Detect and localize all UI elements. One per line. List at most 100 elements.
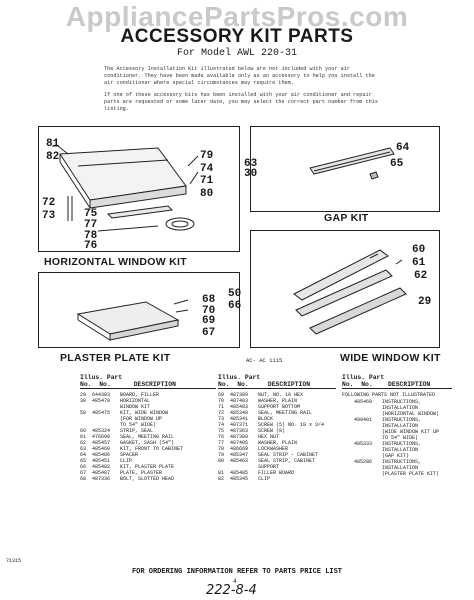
header-description: DESCRIPTION: [388, 381, 431, 388]
figure-code: AC- AC 1115: [246, 357, 283, 364]
part-no: 485487: [92, 470, 111, 476]
description: PLATE, PLASTER: [120, 470, 163, 476]
description: SUPPORT: [258, 464, 280, 470]
part-no: 485324: [92, 428, 111, 434]
illus-no: 78: [218, 446, 225, 452]
callout-75: 75: [84, 208, 98, 220]
description: HORIZONTAL: [120, 398, 151, 404]
horizontal-kit-illustration: [52, 145, 199, 232]
description: INSTRUCTIONS,: [382, 459, 422, 465]
part-no: 487403: [230, 398, 249, 404]
part-no: 644383: [92, 392, 111, 398]
document-number: 222-8-4: [206, 583, 257, 598]
description: (HORIZONTAL WINDOW): [382, 411, 440, 417]
parts-row: 80 485463 SEAL STRIP, CABINET: [218, 458, 326, 464]
wide-kit-frame: [250, 230, 440, 348]
description: WASHER, PLAIN: [258, 440, 298, 446]
description: STRIP, SEAL: [120, 428, 154, 434]
callout-65: 65: [390, 158, 404, 170]
description: GASKET, SASH (54"): [120, 440, 175, 446]
callout-68: 68: [202, 294, 216, 306]
parts-row: (FOR WINDOW UP: [80, 416, 185, 422]
header-illus: Illus.: [80, 374, 104, 381]
description: CLIP: [258, 476, 271, 482]
description: FILLER BOARD: [258, 470, 295, 476]
not-illustrated-title: FOLLOWING PARTS NOT ILLUSTRATED: [342, 392, 436, 398]
illus-no: 81: [218, 470, 225, 476]
callout-70: 70: [202, 305, 216, 317]
illus-no: 80: [218, 458, 225, 464]
wide-kit-illustration: [293, 249, 407, 335]
corner-code: 71315: [6, 558, 22, 564]
description: INSTRUCTIONS,: [382, 399, 422, 405]
callout-71: 71: [200, 175, 214, 187]
description: (WIDE WINDOW KIT UP: [382, 429, 440, 435]
description: SEAL STRIP - CABINET: [258, 452, 319, 458]
illus-no: 60: [80, 428, 87, 434]
intro-paragraph-2: If one of these accessory kits has been …: [104, 92, 378, 112]
description: INSTALLATION: [382, 423, 419, 429]
part-no: 487389: [230, 392, 249, 398]
callout-73: 73: [42, 210, 56, 222]
callout-80: 80: [200, 188, 214, 200]
description: INSTRUCTIONS,: [382, 441, 422, 447]
description: HEX NUT: [258, 434, 280, 440]
callout-81: 81: [46, 138, 60, 150]
description: (GAP KIT): [382, 453, 410, 459]
illus-no: 74: [218, 422, 225, 428]
description: (FOR WINDOW UP: [120, 416, 163, 422]
part-no: 485460: [92, 446, 111, 452]
callout-30: 30: [244, 168, 258, 180]
part-no: 485463: [230, 458, 249, 464]
callout-62: 62: [414, 270, 428, 282]
illus-no: 79: [218, 452, 225, 458]
part-no: 485475: [92, 410, 111, 416]
header-description: DESCRIPTION: [133, 381, 176, 388]
description: BOLT, SLOTTED HEAD: [120, 476, 175, 482]
part-no: 499401: [354, 417, 373, 423]
header-no2: No.: [99, 381, 111, 388]
description: CLIP: [120, 458, 133, 464]
illus-no: 75: [218, 428, 225, 434]
description: INSTALLATION: [382, 447, 419, 453]
description: SEAL, MEETING RAIL: [258, 410, 313, 416]
illus-no: 50: [80, 410, 87, 416]
parts-row: INSTALLATION: [342, 465, 441, 471]
part-no: 485479: [92, 398, 111, 404]
parts-row: (HORIZONTAL WINDOW): [342, 411, 441, 417]
intro-paragraph-1: The Accessory Installation Kit illustrat…: [104, 66, 375, 86]
header-part: Part: [106, 374, 123, 381]
parts-row: (PLASTER PLATE KIT): [342, 471, 441, 477]
callout-72: 72: [42, 197, 56, 209]
description: TO 54" WIDE): [382, 435, 419, 441]
description: SEAL STRIP, CABINET: [258, 458, 316, 464]
part-no: 485286: [354, 459, 373, 465]
illus-no: 64: [80, 452, 87, 458]
column-3-header: Illus. Part No. No. DESCRIPTION: [342, 374, 452, 389]
parts-row: TO 54" WIDE): [80, 422, 185, 428]
description: INSTRUCTIONS,: [382, 417, 422, 423]
parts-row: SUPPORT: [218, 464, 326, 470]
callout-78: 78: [84, 230, 98, 242]
parts-row: (WIDE WINDOW KIT UP: [342, 429, 441, 435]
part-no: 485482: [92, 464, 111, 470]
part-no: 485486: [92, 452, 111, 458]
header-illus: Illus.: [218, 374, 242, 381]
illus-no: 69: [218, 392, 225, 398]
part-no: 487363: [230, 428, 249, 434]
page-subtitle: For Model AWL 220-31: [176, 48, 298, 59]
header-no2: No.: [361, 381, 373, 388]
part-no: 487405: [230, 440, 249, 446]
part-no: 485340: [230, 410, 249, 416]
